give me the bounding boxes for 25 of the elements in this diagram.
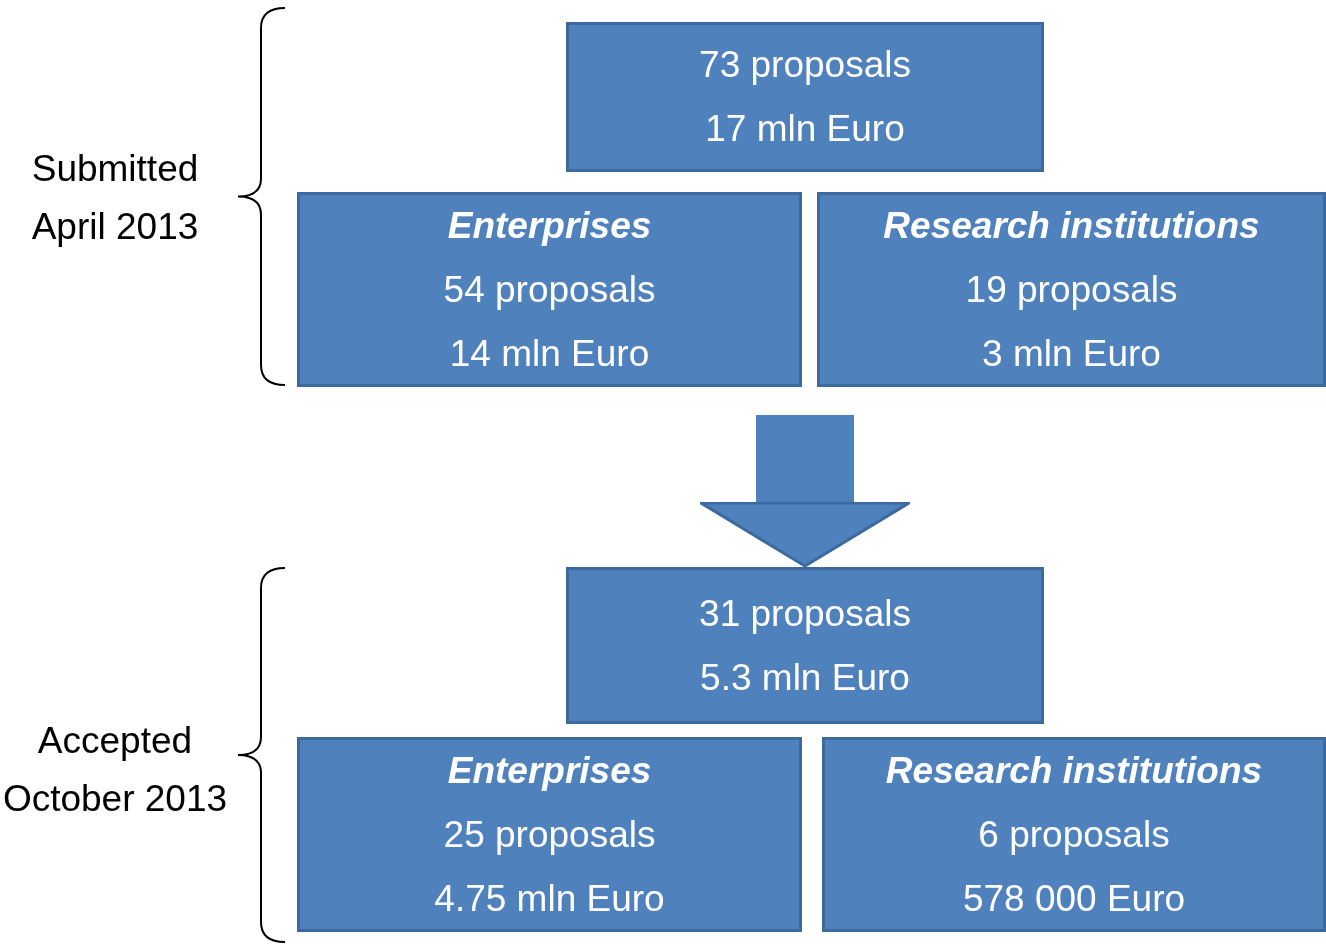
category-heading: Research institutions [885,748,1263,793]
box-text: 19 proposals [965,267,1178,312]
category-heading: Enterprises [447,203,652,248]
box-text: 31 proposals [699,591,911,636]
category-heading: Enterprises [447,748,652,793]
block-arrow [699,415,911,568]
process-box [566,22,1044,172]
box-text: 73 proposals [699,43,911,87]
box-text: 17 mln Euro [705,107,905,151]
category-heading: Research institutions [883,203,1260,248]
box-text: 5.3 mln Euro [700,655,910,700]
box-text: 4.75 mln Euro [434,876,665,921]
box-text: 14 mln Euro [449,331,650,376]
box-text: 6 proposals [978,812,1170,857]
process-box [297,192,802,387]
process-box [566,567,1044,724]
process-box [817,192,1326,387]
box-text: 25 proposals [443,812,656,857]
box-text: 54 proposals [443,267,656,312]
process-box [822,737,1326,932]
brace-label: Accepted October 2013 [1,719,229,821]
brace-label: Submitted April 2013 [30,147,200,249]
box-text: 3 mln Euro [982,331,1161,376]
box-text: 578 000 Euro [962,876,1186,921]
process-box [297,737,802,932]
